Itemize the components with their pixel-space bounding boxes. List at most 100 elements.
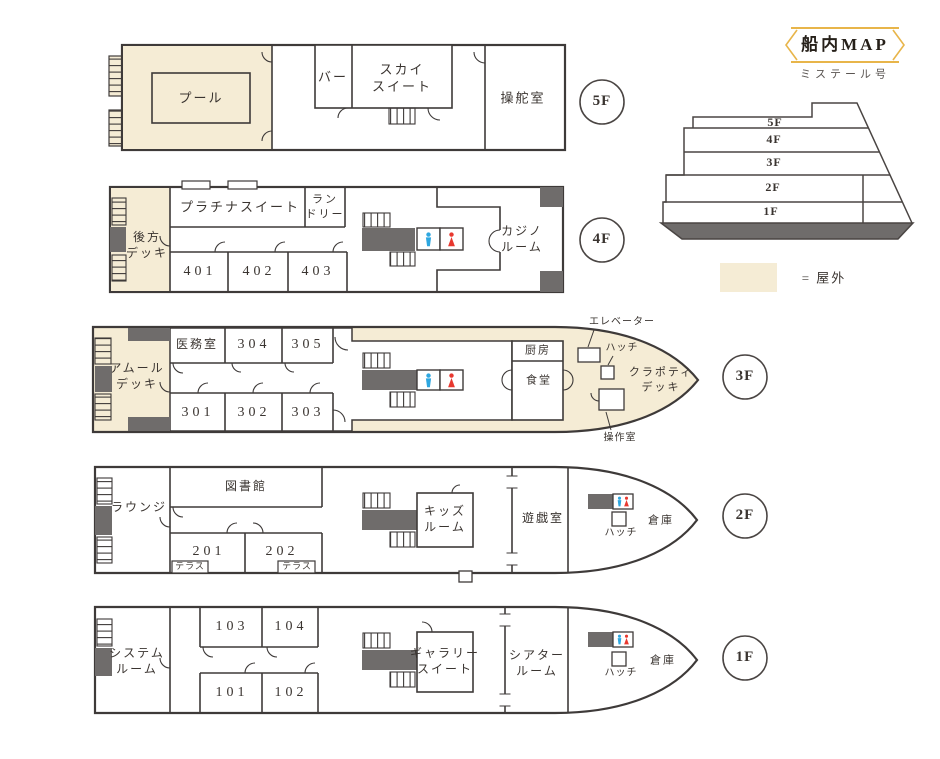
elevator-label: エレベーター (589, 316, 655, 328)
hatch-label-3f: ハッチ (605, 342, 639, 354)
terrace-201-label: テラス (175, 561, 205, 572)
stairs-icon (388, 107, 416, 125)
kitchen-label: 厨房 (525, 344, 551, 357)
hatch-box (600, 365, 615, 380)
room-201-label: 201 (192, 543, 226, 559)
pool-area (151, 72, 251, 124)
floor-badge-4f: 4F (592, 231, 612, 248)
rear-deck-label: 後方 デッキ (125, 230, 169, 260)
floor-badge-1f: 1F (735, 649, 755, 666)
map-title: 船内MAP (801, 34, 889, 54)
floor-circle-2f (722, 493, 768, 539)
elevator-pointer-line (587, 329, 595, 348)
theater-room-label: シアター ルーム (508, 648, 566, 678)
floor-badge-2f: 2F (735, 507, 755, 524)
elevator-shaft-block (95, 648, 112, 676)
side-view-1f-label: 1F (763, 204, 779, 219)
laundry-label: ラン ドリー (305, 193, 345, 220)
side-view-5f-label: 5F (767, 115, 783, 130)
hatch-label-2f: ハッチ (604, 527, 638, 539)
door-arcs (261, 51, 486, 142)
elevator-shaft-block (95, 366, 112, 392)
room-303-label: 303 (291, 404, 325, 420)
gallery-suite-label: ギャラリー スイート (409, 646, 481, 676)
legend-outdoor-label: = 屋外 (801, 270, 847, 286)
storage-label-1f: 倉庫 (650, 654, 676, 667)
terrace-box (171, 560, 209, 574)
floor-badge-5f: 5F (592, 93, 612, 110)
sky-suite-label: スカイ スイート (371, 61, 433, 94)
hatch-box (611, 511, 627, 527)
play-room-label: 遊戯室 (521, 511, 565, 526)
hatch-pointer-line (607, 355, 614, 366)
pool-label: プール (178, 90, 224, 106)
room-401-label: 401 (183, 263, 217, 279)
doorway-notches (506, 475, 518, 566)
elevator-shaft-block (362, 228, 415, 251)
kids-room-label: キッズ ルーム (423, 504, 467, 534)
restroom-box (612, 631, 634, 648)
room-104-label: 104 (274, 618, 308, 634)
bottom-door-box (458, 570, 473, 583)
elevator-shaft-block (110, 227, 126, 252)
doorway-notches (499, 613, 511, 707)
deck-3f-plan (91, 325, 700, 434)
room-101-label: 101 (215, 684, 249, 700)
deck-2f-plan (93, 465, 699, 583)
hatch-label-1f: ハッチ (604, 667, 638, 679)
kitchen-dining-block (511, 340, 564, 421)
floor-circle-1f (722, 635, 768, 681)
bar-label: バー (317, 69, 349, 85)
lounge-label: ラウンジ (110, 500, 168, 515)
room-403-label: 403 (301, 263, 335, 279)
medical-room-label: 医務室 (175, 337, 219, 352)
control-room-label: 操作室 (603, 432, 637, 444)
structure-block (128, 417, 170, 431)
elevator-shaft-block (362, 370, 417, 390)
side-view-hull (658, 222, 915, 240)
ship-name: ミステール号 (800, 68, 890, 81)
floor-circle-3f (722, 354, 768, 400)
gallery-suite-box (416, 631, 474, 693)
stairs-icon (389, 671, 416, 688)
side-view-2f-label: 2F (765, 180, 781, 195)
floor-circle-5f (579, 79, 625, 125)
kids-room-box (416, 492, 474, 548)
hatch-box (611, 651, 627, 667)
dining-hall-label: 食堂 (526, 374, 552, 387)
control-room-box (598, 388, 625, 411)
restroom-box (612, 493, 634, 510)
door-arcs (159, 336, 600, 423)
room-302-label: 302 (237, 404, 271, 420)
room-402-label: 402 (242, 263, 276, 279)
stairs-icon (389, 531, 416, 548)
door-arcs (159, 621, 433, 674)
room-305-label: 305 (291, 336, 325, 352)
stairs-icon (362, 352, 391, 369)
storage-label-2f: 倉庫 (648, 514, 674, 527)
room-202-label: 202 (265, 543, 299, 559)
room-304-label: 304 (237, 336, 271, 352)
stairs-icon (362, 492, 391, 509)
stairs-icon (362, 632, 391, 649)
elevator-box (577, 347, 601, 363)
elevator-shaft-block (362, 650, 417, 670)
deck-5f-plan (108, 43, 567, 152)
room-102-label: 102 (274, 684, 308, 700)
library-label: 図書館 (224, 479, 268, 494)
side-view-3f-label: 3F (766, 155, 782, 170)
structure-block (540, 271, 563, 292)
system-room-label: システム ルーム (109, 646, 165, 676)
clapotis-deck-label: クラポティ デッキ (628, 366, 694, 393)
door-arcs (159, 484, 461, 534)
terrace-202-label: テラス (282, 561, 312, 572)
elevator-shaft-block (95, 506, 112, 535)
room-301-label: 301 (181, 404, 215, 420)
room-103-label: 103 (215, 618, 249, 634)
door-arcs (159, 229, 501, 253)
stairs-icon (111, 254, 127, 282)
stairs-icon (111, 197, 127, 226)
side-view-4f-label: 4F (766, 132, 782, 147)
stairs-icon (96, 536, 113, 564)
